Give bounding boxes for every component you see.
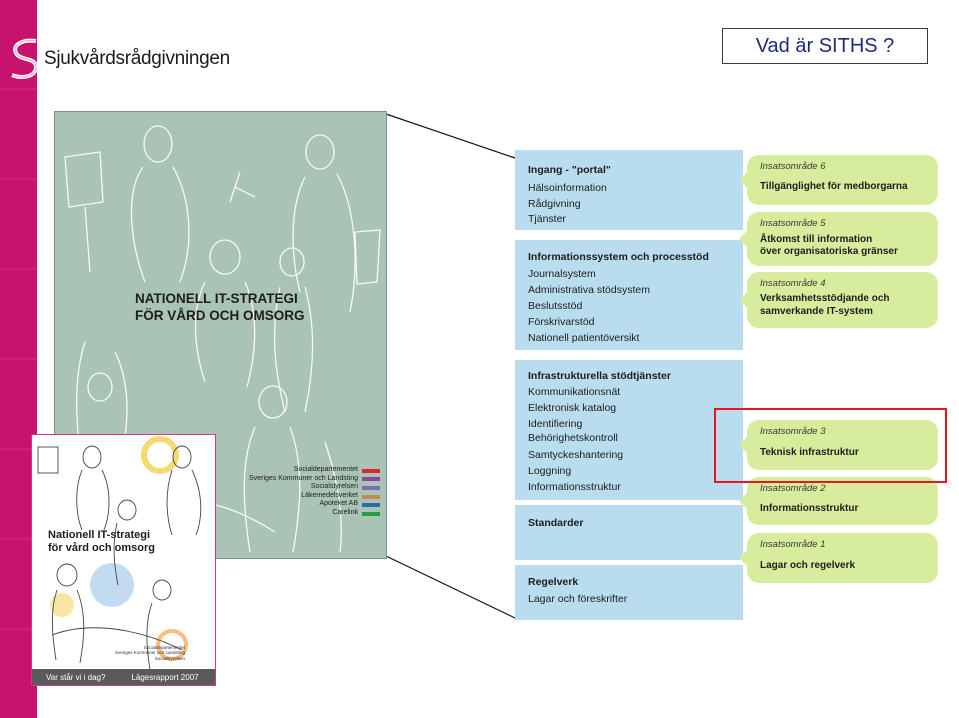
area-title: Åtkomst till information	[760, 234, 873, 245]
publisher: Apoteket AB	[319, 500, 358, 508]
pillar-item: Samtyckeshantering	[528, 449, 624, 461]
area-number: Insatsområde 1	[760, 539, 826, 550]
small-cover-publishers: Socialdepartementet Sveriges Kommuner oc…	[115, 645, 185, 661]
area-number: Insatsområde 5	[760, 218, 826, 229]
small-cover-title: Nationell IT-strategi för vård och omsor…	[48, 529, 155, 555]
area-arrow-icon	[739, 172, 747, 188]
area-title: samverkande IT-system	[760, 306, 873, 317]
strategy-cover-small: Nationell IT-strategi för vård och omsor…	[31, 434, 216, 686]
area-1: Insatsområde 1 Lagar och regelverk	[739, 533, 938, 583]
small-cover-footer: Var står vi i dag? Lägesrapport 2007	[32, 669, 215, 685]
small-cover-art	[37, 436, 202, 671]
pillar-item: Kommunikationsnät	[528, 386, 621, 398]
publisher-swatch	[362, 469, 380, 473]
pillar-item: Nationell patientöversikt	[528, 332, 640, 344]
cover-publishers: Socialdepartementet Sveriges Kommuner oc…	[249, 466, 358, 518]
small-title-line1: Nationell IT-strategi	[48, 529, 151, 541]
pillar-infrastructure: Infrastrukturella stödtjänster Kommunika…	[515, 360, 743, 500]
publisher-swatch	[362, 512, 380, 516]
cover-title-line2: FÖR VÅRD OCH OMSORG	[135, 308, 305, 323]
pillar-standards: Standarder	[515, 505, 743, 560]
pillar-heading: Informationssystem och processtöd	[528, 251, 709, 263]
publisher: Sveriges Kommuner och Landsting	[114, 650, 185, 656]
area-title: Verksamhetsstödjande och	[760, 293, 890, 304]
pillar-item: Loggning	[528, 465, 572, 477]
area-title: Teknisk infrastruktur	[760, 447, 859, 458]
pillar-item: Identifiering	[528, 418, 583, 430]
publisher: Socialdepartementet	[293, 466, 358, 473]
publisher: Socialstyrelsen	[154, 655, 185, 661]
area-arrow-icon	[739, 550, 747, 566]
publisher: Socialdepartementet	[143, 645, 185, 650]
cover-line-art	[64, 125, 381, 553]
pillar-heading: Regelverk	[528, 576, 579, 588]
area-number: Insatsområde 6	[760, 161, 826, 172]
pillar-item: Administrativa stödsystem	[528, 284, 650, 296]
highlight-box	[714, 408, 947, 483]
area-title: Lagar och regelverk	[760, 560, 856, 571]
area-6: Insatsområde 6 Tillgänglighet för medbor…	[739, 155, 938, 205]
area-number: Insatsområde 2	[760, 483, 826, 494]
publisher-swatch	[362, 486, 380, 490]
logo: Sjukvårdsrådgivningen	[8, 34, 230, 84]
area-2: Insatsområde 2 Informationsstruktur	[739, 477, 938, 525]
area-number: Insatsområde 3	[760, 426, 826, 437]
area-title: över organisatoriska gränser	[760, 246, 898, 257]
cover-title-line1: NATIONELL IT-STRATEGI	[135, 291, 298, 306]
pillar-item: Hälsoinformation	[528, 182, 607, 194]
area-arrow-icon	[739, 437, 747, 453]
pillar-item: Tjänster	[528, 213, 566, 225]
side-accent-bar	[0, 0, 37, 718]
footer-left: Var står vi i dag?	[46, 672, 106, 682]
slide-title: Vad är SITHS ?	[722, 28, 928, 64]
area-3: Insatsområde 3 Teknisk infrastruktur	[739, 420, 938, 470]
pillar-information-systems: Informationssystem och processtöd Journa…	[515, 240, 743, 350]
footer-right: Lägesrapport 2007	[131, 672, 199, 682]
publisher-swatch	[362, 503, 380, 507]
area-5: Insatsområde 5 Åtkomst till information …	[739, 212, 938, 266]
area-arrow-icon	[739, 231, 747, 247]
pillar-item: Behörighetskontroll	[528, 432, 618, 444]
publisher: Läkemedelsverket	[301, 491, 358, 499]
pillar-regulations: Regelverk Lagar och föreskrifter	[515, 565, 743, 620]
pillar-portal: Ingang - "portal" Hälsoinformation Rådgi…	[515, 150, 743, 230]
logo-mark-icon	[11, 38, 39, 79]
pillar-item: Beslutsstöd	[528, 300, 583, 312]
pillar-heading: Standarder	[528, 517, 584, 529]
pillar-item: Rådgivning	[528, 198, 581, 210]
cover-title: NATIONELL IT-STRATEGI FÖR VÅRD OCH OMSOR…	[135, 290, 305, 324]
area-arrow-icon	[739, 493, 747, 509]
area-arrow-icon	[739, 292, 747, 308]
pillar-item: Journalsystem	[528, 268, 596, 280]
publisher: Sveriges Kommuner och Landsting	[249, 474, 358, 482]
it-strategy-diagram: Ingang - "portal" Hälsoinformation Rådgi…	[515, 150, 940, 620]
publisher: Carelink	[332, 508, 358, 516]
pillar-heading: Infrastrukturella stödtjänster	[528, 370, 671, 382]
publisher: Socialstyrelsen	[310, 483, 358, 491]
pillar-item: Informationsstruktur	[528, 481, 621, 493]
area-number: Insatsområde 4	[760, 278, 826, 289]
publisher-swatch	[362, 477, 380, 481]
pillar-item: Elektronisk katalog	[528, 402, 617, 414]
pillar-heading: Ingang - "portal"	[528, 164, 611, 176]
pillar-item: Lagar och föreskrifter	[528, 593, 628, 605]
area-title: Tillgänglighet för medborgarna	[760, 181, 908, 192]
logo-text: Sjukvårdsrådgivningen	[44, 48, 230, 69]
pillar-item: Förskrivarstöd	[528, 316, 595, 328]
area-4: Insatsområde 4 Verksamhetsstödjande och …	[739, 272, 938, 328]
publisher-swatch	[362, 495, 380, 499]
area-title: Informationsstruktur	[760, 503, 859, 514]
small-title-line2: för vård och omsorg	[48, 542, 155, 554]
